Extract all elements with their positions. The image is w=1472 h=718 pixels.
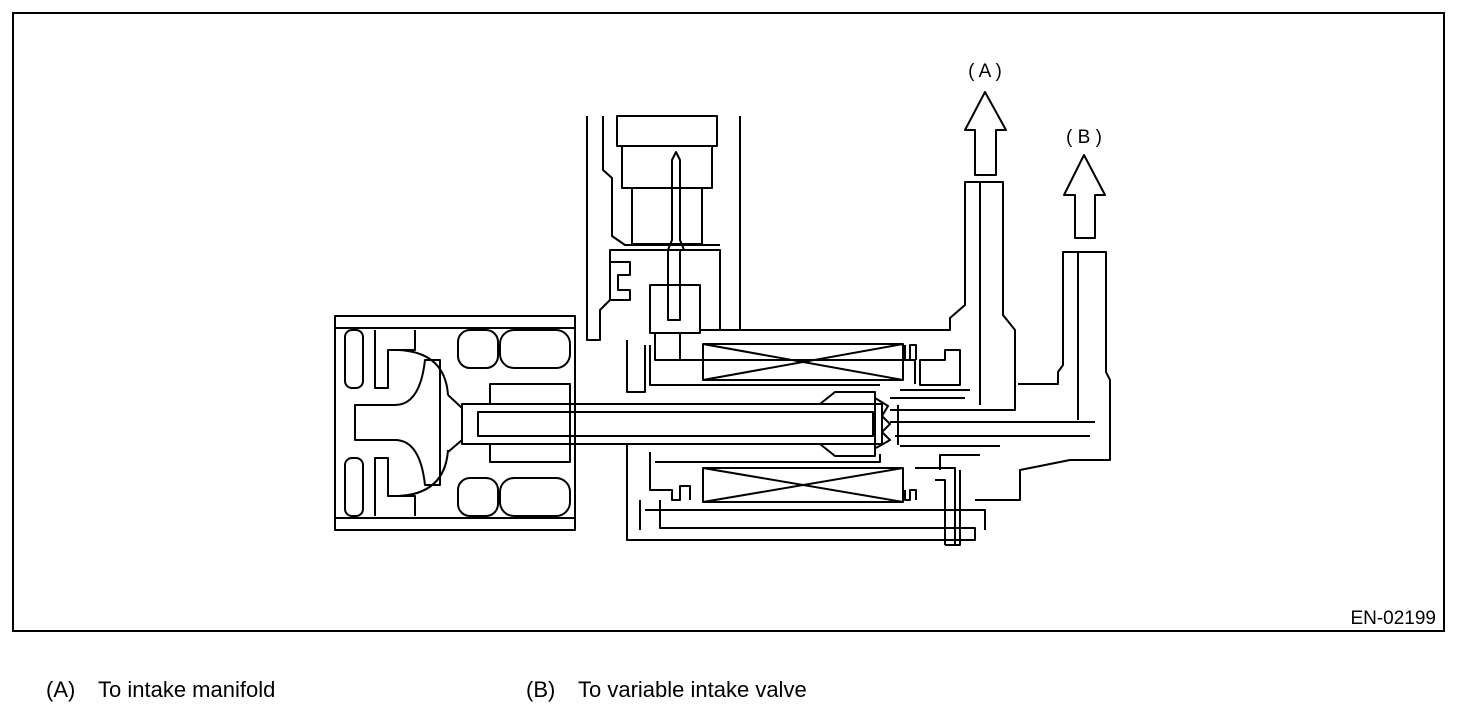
arrow-b-icon	[1063, 154, 1106, 239]
figure-frame	[12, 12, 1445, 632]
legend-text: To variable intake valve	[578, 677, 807, 702]
solenoid-body	[626, 340, 986, 541]
callout-a: ( A )	[968, 61, 1002, 82]
legend-item-b: (B) To variable intake valve	[526, 677, 807, 703]
diaphragm-housing	[334, 315, 576, 531]
plunger-shaft	[461, 383, 883, 463]
legend-key: (A)	[46, 677, 76, 702]
legend-key: (B)	[526, 677, 556, 702]
connector-housing	[586, 115, 741, 361]
port-b-passage	[890, 251, 1111, 501]
figure-id: EN-02199	[1350, 608, 1436, 629]
arrow-a-icon	[964, 91, 1007, 176]
side-tube	[915, 454, 980, 546]
legend-item-a: (A) To intake manifold	[46, 677, 275, 703]
port-a-passage	[700, 181, 1016, 411]
legend-text: To intake manifold	[98, 677, 276, 702]
callout-b: ( B )	[1066, 127, 1102, 148]
valve-seat	[874, 397, 899, 449]
